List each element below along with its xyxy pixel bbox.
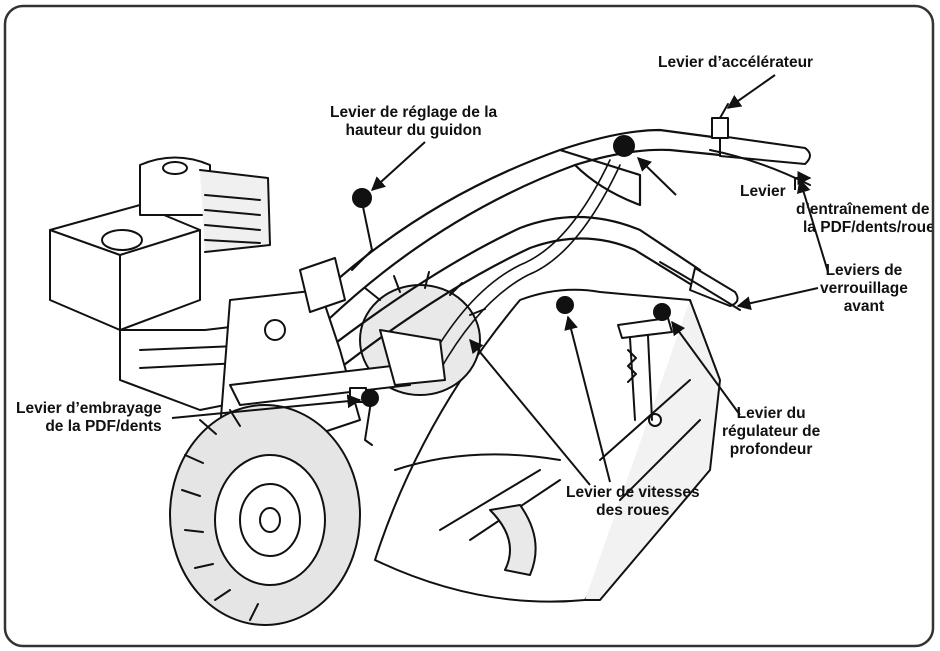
leader-wheel-speed-b — [469, 338, 591, 486]
leader-wheel-speed-a — [564, 315, 611, 483]
label-front-locks-line1: Leviers de — [825, 262, 903, 279]
label-handlebar-height-lever: Levier de réglage de la hauteur du guido… — [330, 104, 497, 140]
label-drive-line1: Levier — [740, 183, 786, 200]
label-throttle-lever: Levier d’accélérateur — [658, 54, 813, 72]
label-wheel-speed-lever: Levier de vitesses des roues — [566, 484, 700, 520]
label-pto-clutch-lever: Levier d’embrayage de la PDF/dents — [16, 400, 162, 436]
label-depth-regulator-line2: régulateur de — [722, 423, 821, 440]
label-wheel-speed-line1: Levier de vitesses — [566, 484, 700, 501]
wheel-speed-knob — [556, 296, 574, 314]
leader-pto-clutch — [171, 394, 362, 419]
engine — [49, 156, 301, 411]
leader-front-lock-lower — [736, 287, 819, 311]
leader-drive — [794, 171, 812, 190]
leader-handlebar-height — [370, 141, 426, 191]
leader-front-lock-upper — [796, 178, 829, 273]
label-pto-clutch-line2: de la PDF/dents — [45, 418, 162, 435]
label-handlebar-height-line1: Levier de réglage de la — [330, 104, 498, 121]
label-front-locks-line2: verrouillage — [820, 280, 908, 297]
handlebars — [313, 128, 722, 374]
label-depth-regulator-line3: profondeur — [729, 441, 813, 458]
throttle-lever — [711, 103, 729, 139]
handlebar-lock-knob — [613, 135, 635, 157]
depth-regulator-bar — [617, 317, 673, 421]
label-front-locks-line3: avant — [843, 298, 885, 315]
depth-regulator-knob — [653, 303, 671, 321]
label-depth-regulator-lever: Levier du régulateur de profondeur — [722, 405, 820, 459]
label-pto-clutch-line1: Levier d’embrayage — [16, 400, 162, 417]
label-drive-line2: d’entraînement de — [796, 201, 930, 218]
handlebar-height-lever — [351, 188, 373, 271]
label-handlebar-height-line2: hauteur du guidon — [345, 122, 482, 139]
leader-handlebar-lock — [636, 157, 677, 196]
tine-hood — [374, 288, 721, 603]
label-drive-lever: Levier d’entraînement de la PDF/dents/ro… — [740, 183, 932, 237]
label-front-lock-levers: Leviers de verrouillage avant — [820, 262, 908, 316]
leader-depth-regulator — [671, 320, 741, 416]
leader-throttle — [726, 74, 776, 109]
label-drive-line3: la PDF/dents/roues — [803, 219, 932, 236]
control-cables — [429, 159, 621, 371]
wheel — [169, 404, 361, 626]
label-throttle-line1: Levier d’accélérateur — [658, 54, 814, 71]
label-depth-regulator-line1: Levier du — [736, 405, 806, 422]
leader-lines — [171, 74, 829, 486]
pto-clutch-lever — [349, 387, 379, 446]
label-wheel-speed-line2: des roues — [596, 502, 670, 519]
